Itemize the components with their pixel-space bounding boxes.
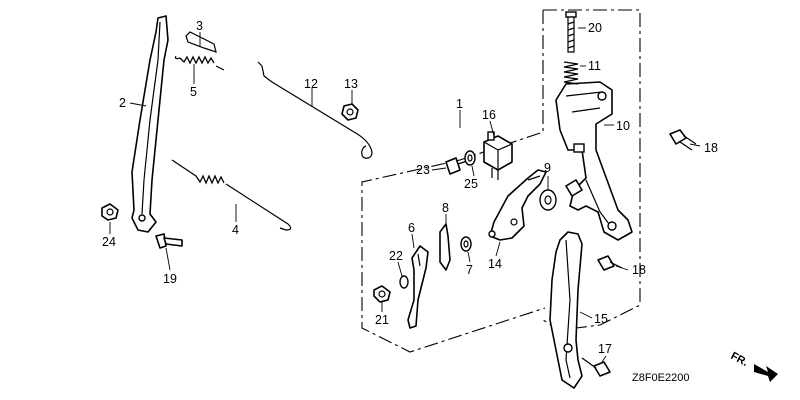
part-lever-8	[439, 223, 451, 271]
callout-11: 11	[588, 59, 601, 73]
part-washer-9	[539, 189, 557, 211]
part-nut-24	[101, 203, 119, 221]
direction-arrow-icon	[754, 364, 778, 382]
callout-20: 20	[588, 21, 602, 35]
callout-12: 12	[304, 77, 318, 91]
part-washer-7	[460, 236, 472, 252]
callout-18-lower: 18	[632, 263, 646, 277]
callout-7: 7	[466, 263, 473, 277]
part-clip-3	[185, 31, 217, 53]
part-pin-22	[399, 275, 409, 289]
part-rod-12	[257, 61, 373, 159]
callout-6: 6	[408, 221, 415, 235]
callout-17: 17	[598, 342, 612, 356]
part-spring-5	[174, 55, 225, 71]
callout-13: 13	[344, 77, 358, 91]
part-nut-21	[373, 285, 391, 303]
part-washer-25	[464, 150, 476, 166]
part-lever-6	[407, 245, 429, 329]
part-lever-14	[488, 169, 547, 241]
callout-4: 4	[232, 223, 239, 237]
callout-9: 9	[544, 161, 551, 175]
part-bracket-10	[555, 81, 633, 241]
callout-19: 19	[163, 272, 177, 286]
callout-22: 22	[389, 249, 403, 263]
direction-label: FR.	[729, 350, 750, 369]
callout-21: 21	[375, 313, 389, 327]
callout-5: 5	[190, 85, 197, 99]
callout-25: 25	[464, 177, 478, 191]
callout-23: 23	[416, 163, 430, 177]
part-arm-2	[131, 15, 169, 233]
callout-8: 8	[442, 201, 449, 215]
leader-lines	[109, 27, 701, 363]
callout-24: 24	[102, 235, 116, 249]
part-spring-4	[171, 159, 292, 231]
part-bolt-17	[581, 357, 611, 377]
callout-10: 10	[616, 119, 630, 133]
part-nut-13	[341, 103, 359, 121]
callout-16: 16	[482, 108, 496, 122]
part-spring-11	[563, 61, 579, 85]
part-screw-20	[565, 11, 577, 53]
diagram-code: Z8F0E2200	[632, 372, 689, 384]
part-bolt-18-lower	[597, 255, 623, 271]
callout-labels: 1 2 3 4 5 6 7 8 9 10 11 12 13 14 15 16 1…	[102, 19, 718, 356]
callout-18-upper: 18	[704, 141, 718, 155]
part-bolt-18-upper	[669, 129, 697, 151]
part-bolt-19	[155, 233, 183, 249]
callout-15: 15	[594, 312, 608, 326]
callout-2: 2	[119, 96, 126, 110]
part-switch-16	[483, 131, 513, 180]
part-bracket-screw	[565, 179, 583, 197]
callout-3: 3	[196, 19, 203, 33]
part-plate-15	[549, 231, 583, 389]
front-direction-indicator: FR.	[729, 350, 778, 382]
callout-1: 1	[456, 97, 463, 111]
callout-14: 14	[488, 257, 502, 271]
